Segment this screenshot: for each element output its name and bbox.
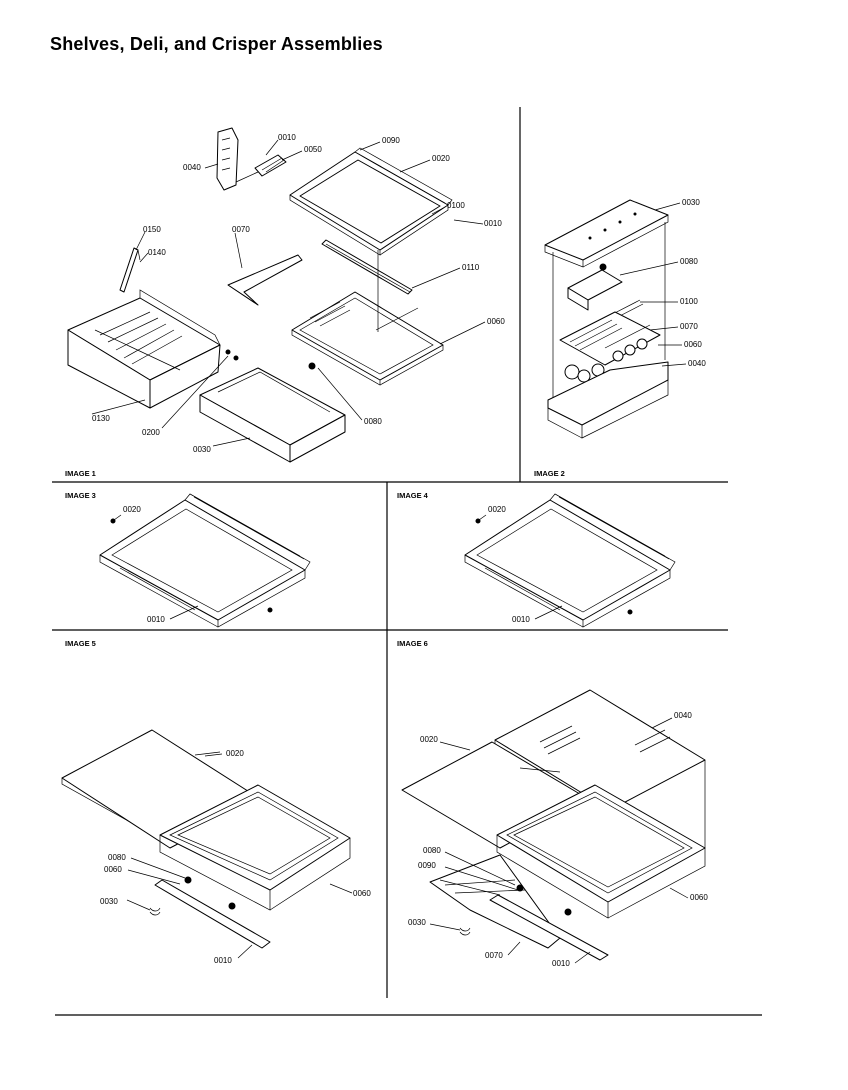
part-0050-clip bbox=[235, 154, 287, 183]
label-0200: 0200 bbox=[142, 428, 160, 437]
label-0020: 0020 bbox=[432, 154, 450, 163]
label-0040: 0040 bbox=[688, 359, 706, 368]
image5-assembly: 0020 0080 0060 0030 0060 0010 bbox=[61, 729, 371, 965]
part-0020-upper-shelf bbox=[289, 147, 453, 256]
label-0030: 0030 bbox=[408, 918, 426, 927]
label-0020: 0020 bbox=[420, 735, 438, 744]
label-0110: 0110 bbox=[462, 263, 480, 272]
label-0010-a: 0010 bbox=[278, 133, 296, 142]
label-0010: 0010 bbox=[147, 615, 165, 624]
label-0100: 0100 bbox=[447, 201, 465, 210]
label-0020: 0020 bbox=[226, 749, 244, 758]
part-0070-bin bbox=[559, 311, 661, 366]
label-0090: 0090 bbox=[418, 861, 436, 870]
part-0130-crisper-drawer bbox=[67, 289, 221, 409]
part-0070-glass bbox=[227, 254, 303, 306]
label-0010: 0010 bbox=[552, 959, 570, 968]
label-0060-a: 0060 bbox=[104, 865, 122, 874]
image1-assembly: 0010 0050 0040 0090 0020 0100 0010 0150 … bbox=[67, 127, 505, 463]
part-0140-slider bbox=[119, 247, 141, 293]
part-0040-drawer bbox=[547, 361, 669, 439]
label-0070: 0070 bbox=[485, 951, 503, 960]
label-0150: 0150 bbox=[143, 225, 161, 234]
part-0110-rail bbox=[321, 239, 413, 295]
label-0040: 0040 bbox=[183, 163, 201, 172]
label-0130: 0130 bbox=[92, 414, 110, 423]
label-0040: 0040 bbox=[674, 711, 692, 720]
part-0060-lower-shelf bbox=[291, 250, 444, 386]
label-0010: 0010 bbox=[214, 956, 232, 965]
label-0070: 0070 bbox=[680, 322, 698, 331]
label-0060: 0060 bbox=[684, 340, 702, 349]
label-0030: 0030 bbox=[100, 897, 118, 906]
label-0050: 0050 bbox=[304, 145, 322, 154]
image2-assembly: 0030 0080 0100 0070 0060 0040 bbox=[544, 198, 706, 439]
label-0060: 0060 bbox=[690, 893, 708, 902]
label-0010-b: 0010 bbox=[484, 219, 502, 228]
section-label-image6: IMAGE 6 bbox=[397, 639, 428, 648]
label-0010: 0010 bbox=[512, 615, 530, 624]
label-0020: 0020 bbox=[123, 505, 141, 514]
label-0080: 0080 bbox=[108, 853, 126, 862]
image3-assembly: 0020 0010 bbox=[99, 493, 311, 628]
part-0080-spring bbox=[225, 349, 316, 370]
label-0090: 0090 bbox=[382, 136, 400, 145]
label-0080: 0080 bbox=[680, 257, 698, 266]
section-label-image1: IMAGE 1 bbox=[65, 469, 96, 478]
label-0030: 0030 bbox=[193, 445, 211, 454]
section-label-image5: IMAGE 5 bbox=[65, 639, 96, 648]
part-0030-deli-pan bbox=[199, 367, 346, 463]
label-0080: 0080 bbox=[364, 417, 382, 426]
label-0030: 0030 bbox=[682, 198, 700, 207]
part-0060-cups bbox=[564, 338, 648, 383]
image4-assembly: 0020 0010 bbox=[464, 493, 676, 628]
image6-assembly: 0040 0020 0080 0090 0060 0030 0070 0010 bbox=[401, 689, 708, 968]
section-dividers bbox=[52, 107, 762, 1016]
page-title: Shelves, Deli, and Crisper Assemblies bbox=[50, 34, 383, 54]
section-label-image3: IMAGE 3 bbox=[65, 491, 96, 500]
label-0080: 0080 bbox=[423, 846, 441, 855]
part-0080-fan bbox=[567, 263, 623, 311]
label-0060: 0060 bbox=[487, 317, 505, 326]
label-0070: 0070 bbox=[232, 225, 250, 234]
section-label-image4: IMAGE 4 bbox=[397, 491, 429, 500]
label-0060-b: 0060 bbox=[353, 889, 371, 898]
label-0100: 0100 bbox=[680, 297, 698, 306]
label-0140: 0140 bbox=[148, 248, 166, 257]
label-0020: 0020 bbox=[488, 505, 506, 514]
part-0040-bracket bbox=[216, 127, 239, 191]
section-label-image2: IMAGE 2 bbox=[534, 469, 565, 478]
part-0030-cover bbox=[544, 199, 669, 268]
